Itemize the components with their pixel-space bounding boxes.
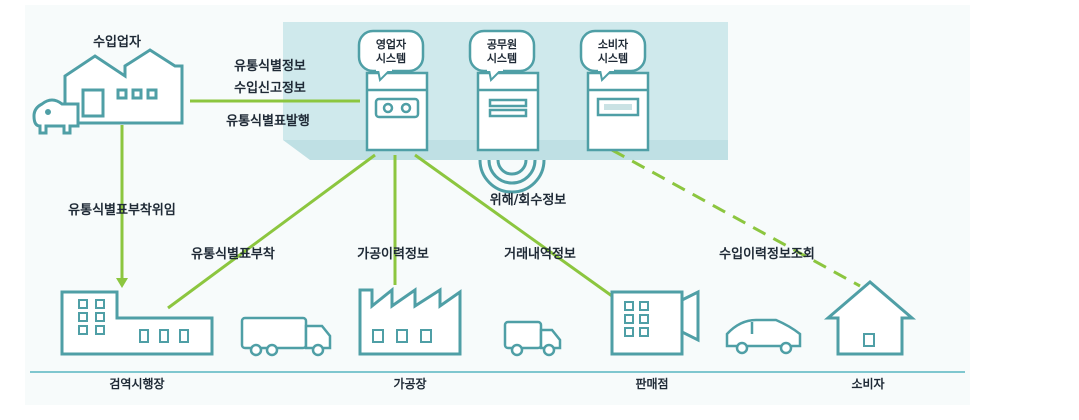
- consumer-system-bubble: 소비자 시스템: [579, 29, 647, 83]
- consumer-system-label-2: 시스템: [598, 51, 628, 65]
- consumer-system-to-consumer-line: [611, 148, 861, 288]
- flow-lines: [120, 99, 861, 310]
- business-system-label-2: 시스템: [376, 51, 406, 65]
- quarantine-label: 검역시행장: [109, 376, 164, 391]
- attach-delegate-label: 유통식별표부착위임: [68, 202, 176, 218]
- store-label: 판매점: [635, 376, 668, 391]
- system-to-store-line: [414, 153, 613, 298]
- official-system: [476, 71, 540, 152]
- business-system: [365, 71, 429, 152]
- wireless-signal-icon: [478, 159, 546, 194]
- processing-history-label: 가공이력정보: [357, 246, 429, 262]
- truck-icon: [240, 316, 332, 357]
- official-system-label-1: 공무원: [487, 37, 517, 51]
- risk-recall-label: 위해/회수정보: [490, 192, 567, 208]
- import-report-label: 수입신고정보: [234, 80, 306, 96]
- official-system-bubble: 공무원 시스템: [468, 29, 536, 83]
- car-icon: [725, 318, 802, 355]
- cow-icon: [32, 98, 80, 135]
- consumer-house-icon: [823, 280, 917, 356]
- dist-id-issue-label: 유통식별표발행: [226, 113, 310, 129]
- truck-small-icon: [503, 320, 562, 357]
- system-to-quarantine-line: [167, 153, 376, 310]
- consumer-system: [586, 71, 650, 152]
- attach-label: 유통식별표부착: [191, 246, 275, 262]
- consumer-system-label-1: 소비자: [598, 37, 629, 51]
- consumer-label: 소비자: [851, 376, 884, 391]
- factory-icon: [358, 286, 462, 356]
- dist-id-info-label: 유통식별정보: [234, 58, 306, 74]
- business-system-bubble: 영업자 시스템: [357, 29, 425, 83]
- transaction-history-label: 거래내역정보: [504, 246, 576, 262]
- processing-label: 가공장: [393, 376, 426, 391]
- arrow-head-icon: [116, 278, 128, 288]
- quarantine-building-icon: [60, 290, 214, 356]
- import-history-query-label: 수입이력정보조회: [719, 246, 815, 262]
- store-building-icon: [610, 289, 700, 356]
- importer-building-icon: [63, 48, 184, 125]
- business-system-label-1: 영업자: [376, 37, 407, 51]
- importer-label: 수입업자: [93, 35, 141, 50]
- official-system-label-2: 시스템: [487, 51, 517, 65]
